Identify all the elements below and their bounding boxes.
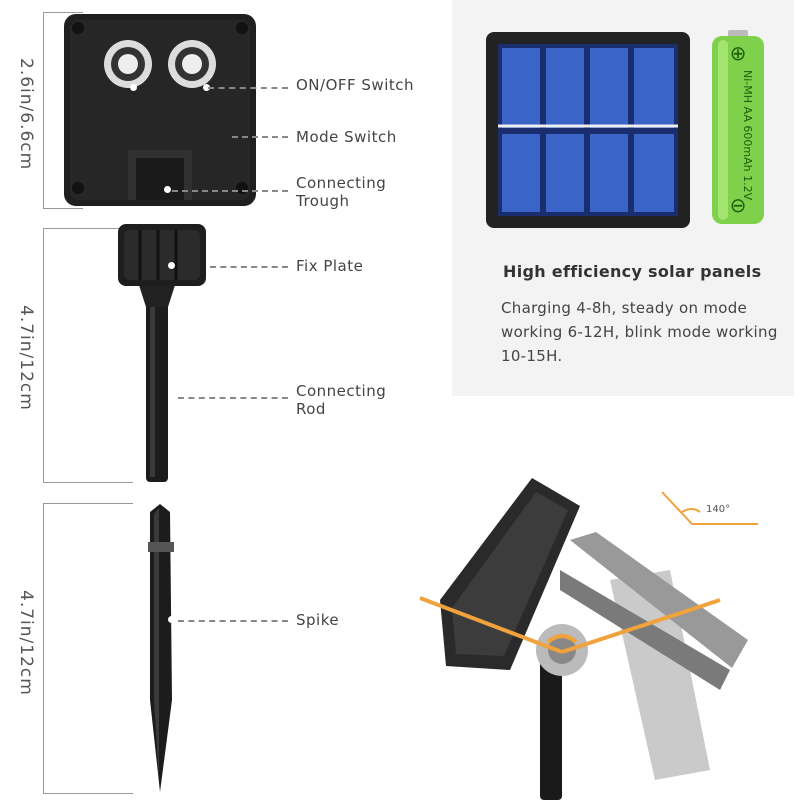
angle-label: 140° bbox=[706, 504, 730, 515]
leader-rod bbox=[178, 397, 288, 399]
dimension-line-middle bbox=[43, 228, 44, 482]
dimension-label-top: 2.6in/6.6cm bbox=[16, 58, 36, 171]
label-spike: Spike bbox=[296, 611, 340, 629]
leader-on-off bbox=[208, 87, 288, 89]
solar-panel-image bbox=[486, 32, 690, 228]
dimension-label-bottom: 4.7in/12cm bbox=[16, 590, 36, 696]
control-box-image bbox=[64, 14, 256, 206]
dimension-tick bbox=[43, 12, 83, 13]
leader-spike bbox=[178, 620, 288, 622]
label-fix-plate: Fix Plate bbox=[296, 257, 364, 275]
dimension-tick bbox=[43, 208, 83, 209]
svg-text:⊕: ⊕ bbox=[730, 41, 747, 65]
dimension-line-bottom bbox=[43, 503, 44, 793]
dimension-tick bbox=[43, 228, 133, 229]
connecting-rod-image bbox=[118, 224, 206, 482]
label-connecting-trough: Connecting Trough bbox=[296, 174, 387, 210]
dimension-label-middle: 4.7in/12cm bbox=[16, 305, 36, 411]
battery-label: Ni-MH AA 600mAh 1.2V bbox=[741, 70, 754, 201]
battery-image: ⊕ ⊖ Ni-MH AA 600mAh 1.2V bbox=[712, 30, 764, 224]
solar-panel-description: Charging 4-8h, steady on mode working 6-… bbox=[501, 299, 778, 365]
label-connecting-rod: Connecting Rod bbox=[296, 382, 387, 418]
leader-fix-plate bbox=[210, 266, 288, 268]
spike-marker bbox=[168, 616, 175, 623]
label-mode-switch: Mode Switch bbox=[296, 128, 397, 146]
switch-marker bbox=[130, 84, 137, 91]
label-on-off-switch: ON/OFF Switch bbox=[296, 76, 415, 94]
dimension-tick bbox=[43, 793, 133, 794]
rotation-illustration: 140° bbox=[419, 478, 758, 800]
leader-trough bbox=[172, 190, 288, 192]
svg-text:⊖: ⊖ bbox=[730, 193, 747, 217]
dimension-tick bbox=[43, 482, 133, 483]
fix-plate-marker bbox=[168, 262, 175, 269]
switch-marker bbox=[203, 84, 210, 91]
dimension-tick bbox=[43, 503, 133, 504]
trough-marker bbox=[164, 186, 171, 193]
leader-mode bbox=[232, 136, 288, 138]
solar-panel-heading: High efficiency solar panels bbox=[503, 262, 762, 281]
dimension-line-top bbox=[43, 12, 44, 208]
spike-image bbox=[148, 504, 174, 792]
rod-marker bbox=[168, 393, 175, 400]
